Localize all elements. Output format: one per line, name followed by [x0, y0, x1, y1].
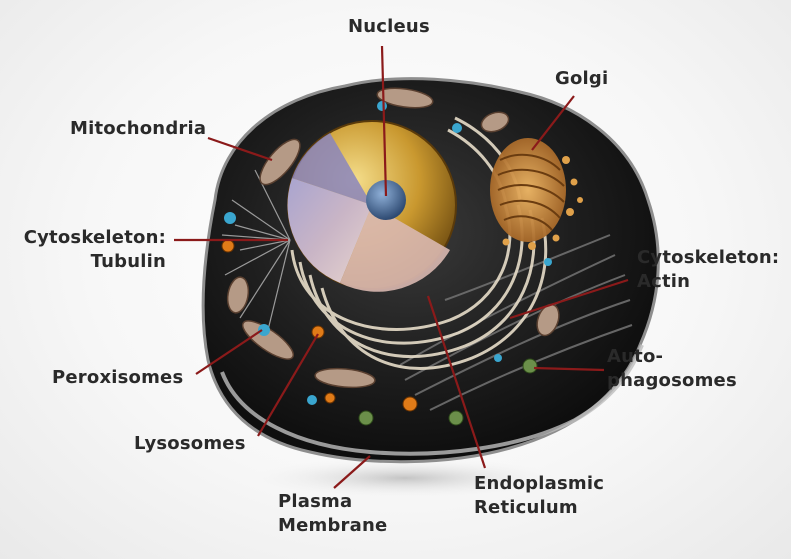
autophagosome-group [358, 358, 538, 426]
lysosome [311, 325, 325, 339]
autophagosome [448, 410, 464, 426]
label-cytoskeleton-actin: Cytoskeleton: Actin [637, 247, 780, 292]
leader-autophagosomes [533, 366, 605, 372]
autophagosome [358, 410, 374, 426]
mitochondrion [259, 138, 301, 186]
autophagosome [522, 358, 538, 374]
leader-mitochondria [207, 136, 273, 162]
mitochondrion [480, 111, 510, 133]
peroxisome [452, 123, 462, 133]
nucleus-cutaway [287, 178, 372, 283]
label-autophagosomes: Auto- phagosomes [607, 346, 737, 391]
label-golgi: Golgi [555, 68, 609, 89]
label-endoplasmic-reticulum: Endoplasmic Reticulum [474, 473, 605, 518]
lysosome-group [221, 239, 418, 412]
label-lysosomes: Lysosomes [134, 433, 246, 454]
mitochondrion [226, 276, 250, 314]
lysosome [402, 396, 418, 412]
golgi-apparatus [490, 138, 583, 250]
peroxisome [377, 101, 387, 111]
label-plasma-membrane: Plasma Membrane [278, 491, 388, 536]
cell-shadow [235, 456, 575, 500]
leader-golgi [531, 95, 575, 151]
label-cytoskeleton-tubulin: Cytoskeleton: Tubulin [23, 227, 166, 272]
leader-er [426, 295, 487, 469]
peroxisome [544, 258, 552, 266]
mitochondrion [314, 367, 376, 389]
peroxisome [494, 354, 502, 362]
label-mitochondria: Mitochondria [70, 118, 207, 139]
leader-nucleus [380, 45, 388, 197]
lysosome [221, 239, 235, 253]
leader-actin [509, 278, 629, 320]
peroxisome [224, 212, 236, 224]
leader-plasma-membrane [333, 455, 371, 489]
leader-peroxisomes [195, 329, 263, 375]
nucleus [287, 120, 457, 292]
peroxisome [258, 324, 270, 336]
label-peroxisomes: Peroxisomes [52, 367, 184, 388]
tubulin-fibers [221, 169, 291, 331]
leader-lysosomes [257, 333, 319, 437]
membrane-rim [220, 344, 644, 456]
lysosome [324, 392, 336, 404]
nucleolus [366, 180, 406, 220]
mitochondria-group [226, 87, 560, 389]
label-nucleus: Nucleus [348, 16, 430, 37]
leader-lines [174, 45, 629, 489]
mitochondrion [376, 87, 434, 109]
peroxisome [307, 395, 317, 405]
mitochondrion [242, 320, 294, 360]
